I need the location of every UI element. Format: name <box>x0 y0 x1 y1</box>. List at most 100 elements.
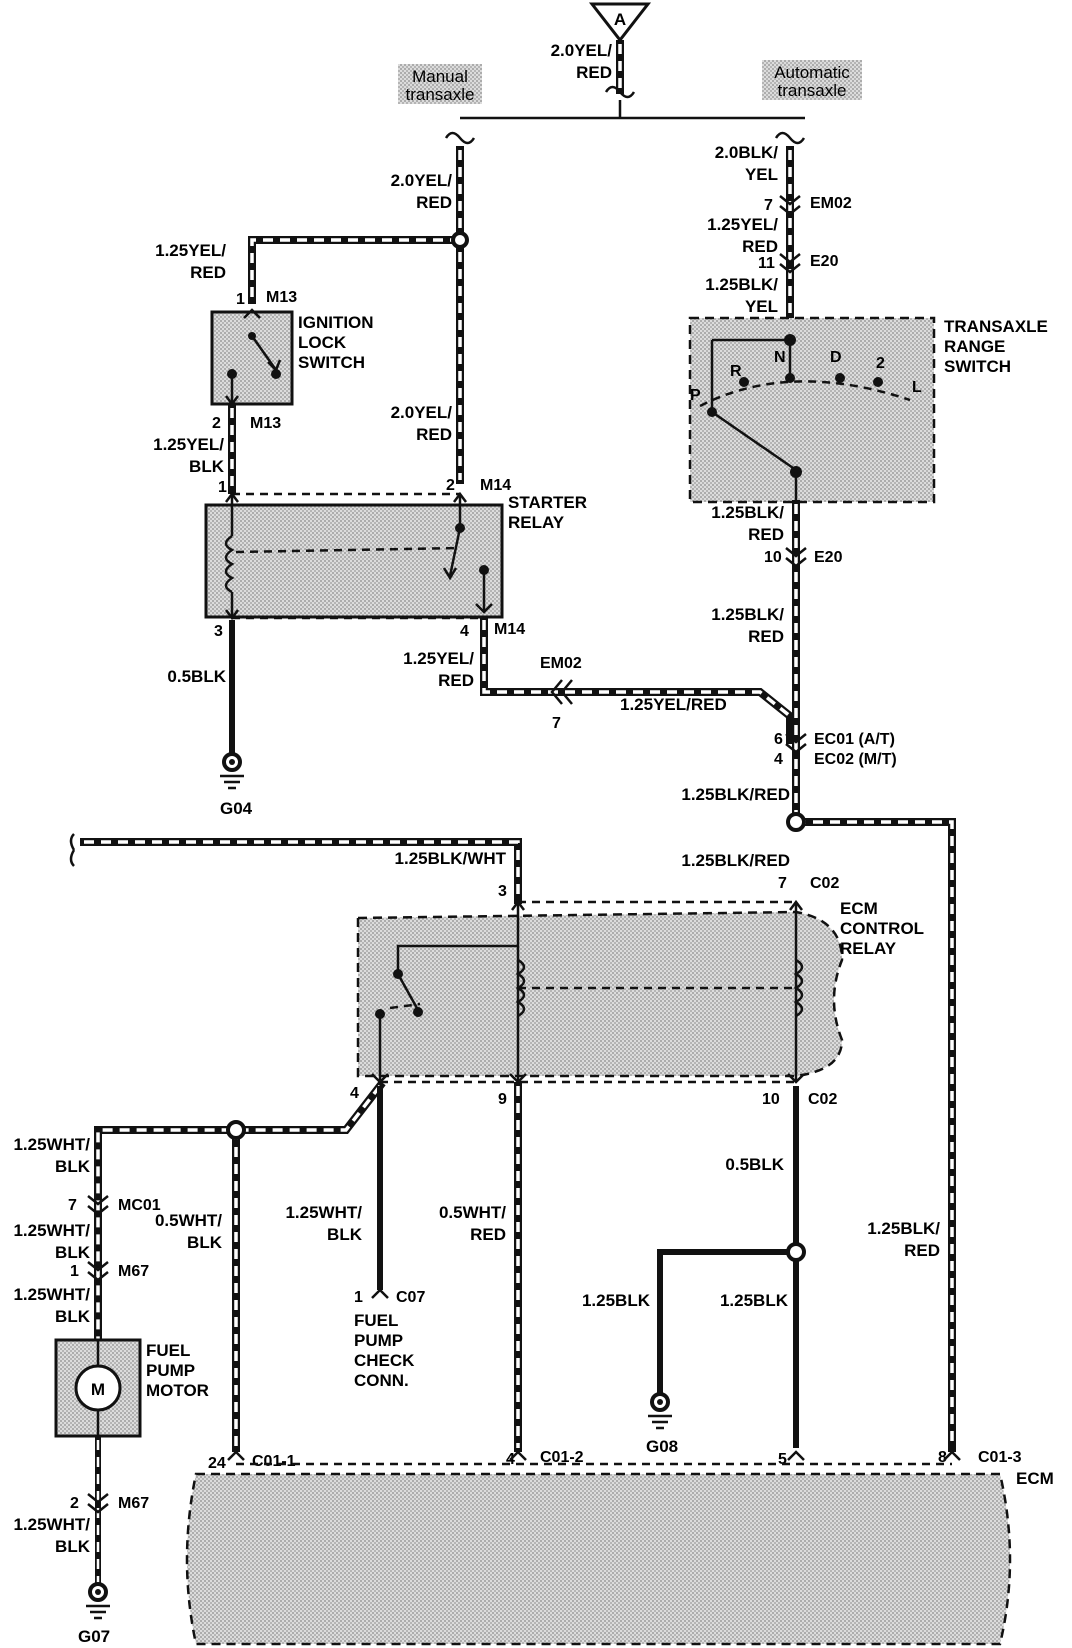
ground-g07 <box>86 1582 110 1620</box>
range-pos-d: D <box>830 349 842 366</box>
connector-em02-low-symbol <box>550 679 573 705</box>
pin-em02-7: 7 <box>764 197 773 214</box>
pin-em02-low-7: 7 <box>552 715 561 732</box>
pin-ec01-6: 6 <box>774 731 783 748</box>
connector-m13-bot: M13 <box>250 415 281 432</box>
wire-starter-out <box>480 616 794 744</box>
wire-label-relay-branch: 1.25BLK/WHT <box>395 849 507 868</box>
pin-m13-2: 2 <box>212 415 221 432</box>
connector-m14-top: M14 <box>480 477 511 494</box>
connector-e20-top-symbol <box>779 253 801 274</box>
connector-em02-low: EM02 <box>540 655 582 672</box>
wire-label-ecm-8: 1.25BLK/RED <box>867 1219 940 1260</box>
label-ecm: ECM <box>1016 1469 1054 1488</box>
wire-break-top <box>604 85 636 99</box>
wire-fuel-main <box>94 1080 386 1344</box>
wire-label-ecm-5: 1.25BLK <box>720 1291 789 1310</box>
pin-c01-8: 8 <box>938 1449 947 1466</box>
ecm-connector-c01 <box>227 1450 961 1466</box>
connector-ec01-symbol <box>785 733 807 754</box>
connector-ec02: EC02 (M/T) <box>814 751 897 768</box>
wire-label-manual-feed: 2.0YEL/RED <box>391 171 453 212</box>
wire-label-fuel-main: 1.25WHT/BLK <box>13 1135 90 1176</box>
range-pos-2: 2 <box>876 355 885 372</box>
connector-c01-2: C01-2 <box>540 1449 584 1466</box>
fuel-pump-motor: M <box>54 1338 142 1438</box>
pin-m14-2: 2 <box>446 477 455 494</box>
wire-label-at-feed: 2.0BLK/YEL <box>715 143 779 184</box>
ground-g08-label: G08 <box>646 1437 678 1456</box>
ecm-control-relay <box>356 899 844 1084</box>
range-pos-r: R <box>730 363 742 380</box>
connector-mc01-symbol <box>87 1195 109 1216</box>
connector-a-marker: A <box>588 2 652 43</box>
pin-e20-10: 10 <box>764 549 782 566</box>
wire-label-trs-out2: 1.25BLK/RED <box>711 605 784 646</box>
pin-m14-3: 3 <box>214 623 223 640</box>
wire-label-at-em02: 1.25YEL/RED <box>707 215 778 256</box>
wire-label-starter-out: 1.25YEL/RED <box>403 649 474 690</box>
ignition-lock-switch <box>210 308 294 407</box>
pin-c07-1: 1 <box>354 1289 363 1306</box>
connector-m67-bot: M67 <box>118 1495 149 1512</box>
wire-label-g08-branch: 1.25BLK <box>582 1291 651 1310</box>
connector-a-label: A <box>614 10 626 29</box>
connector-c02-bot: C02 <box>808 1091 837 1108</box>
pin-c02-4: 4 <box>350 1085 359 1102</box>
pin-m14-4: 4 <box>460 623 469 640</box>
connector-m13-top: M13 <box>266 289 297 306</box>
wire-label-fuel-ground: 1.25WHT/BLK <box>13 1515 90 1556</box>
connector-c01-1: C01-1 <box>252 1453 296 1470</box>
wire-label-top: 2.0YEL/RED <box>551 41 613 82</box>
connector-m67-top: M67 <box>118 1263 149 1280</box>
ecm-module <box>185 1472 1012 1646</box>
pin-m13-1: 1 <box>236 291 245 308</box>
wire-label-fuel-m67: 1.25WHT/BLK <box>13 1285 90 1326</box>
connector-m67-top-symbol <box>87 1261 109 1282</box>
connector-em02-top: EM02 <box>810 195 852 212</box>
pin-mc01-7: 7 <box>68 1197 77 1214</box>
connector-em02-symbol <box>779 195 801 216</box>
connector-e20-bot: E20 <box>814 549 843 566</box>
connector-e20-bot-symbol <box>785 547 807 568</box>
pin-m67-2: 2 <box>70 1495 79 1512</box>
wire-label-ign-feed: 1.25YEL/RED <box>155 241 226 282</box>
wire-ign-feed <box>248 236 464 304</box>
connector-c07: C07 <box>396 1289 425 1306</box>
connector-m14-bot: M14 <box>494 621 525 638</box>
wire-label-starter-ground: 0.5BLK <box>167 667 226 686</box>
ground-g07-label: G07 <box>78 1627 110 1646</box>
wire-break-manual <box>444 131 476 145</box>
transaxle-split-line <box>460 100 805 120</box>
ground-g08 <box>648 1392 672 1430</box>
wire-label-fuel-c01: 0.5WHT/BLK <box>155 1211 223 1252</box>
wire-ecm-8-feed <box>792 818 956 1452</box>
wire-label-at-e20: 1.25BLK/YEL <box>705 275 778 316</box>
range-pos-l: L <box>912 379 922 396</box>
splice-ground <box>786 1242 806 1262</box>
ground-g04-label: G04 <box>220 799 253 818</box>
pin-c02-7: 7 <box>778 875 787 892</box>
wire-break-left <box>69 833 76 867</box>
pin-c01-24: 24 <box>208 1455 226 1472</box>
wire-label-ec-out: 1.25BLK/RED <box>681 785 790 804</box>
pin-c02-10: 10 <box>762 1091 780 1108</box>
wire-label-ecm-relay-in: 1.25BLK/RED <box>681 851 790 870</box>
wire-label-starter-feed: 2.0YEL/RED <box>391 403 453 444</box>
splice-ecm-relay <box>786 812 806 832</box>
splice-fuel <box>226 1120 246 1140</box>
wire-label-ign-out: 1.25YEL/BLK <box>153 435 225 476</box>
wire-label-check-conn: 1.25WHT/BLK <box>285 1203 362 1244</box>
splice-manual <box>451 231 469 249</box>
pin-m14-1: 1 <box>218 479 227 496</box>
pin-m67-1: 1 <box>70 1263 79 1280</box>
wire-label-fuel-mc01: 1.25WHT/BLK <box>13 1221 90 1262</box>
wire-label-relay-9: 0.5WHT/RED <box>439 1203 506 1244</box>
